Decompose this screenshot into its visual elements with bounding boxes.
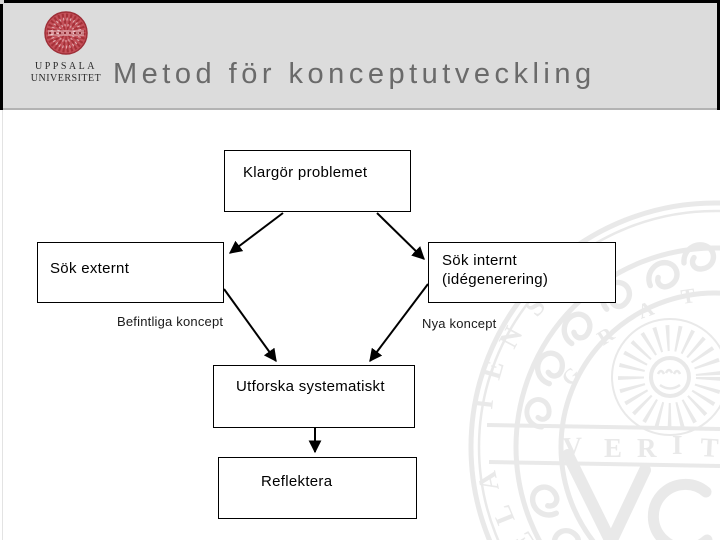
slide-frame-top-edge [0,0,720,3]
box-sok-internt: Sök internt (idégenerering) [428,242,616,303]
box-klargor-problemet: Klargör problemet [224,150,411,212]
box-reflektera-label: Reflektera [261,473,333,490]
box-sok-externt-label: Sök externt [50,260,130,277]
box-sok-internt-line1: Sök internt [442,252,518,269]
seal-inner-letter: A [635,296,658,324]
seal-band-letter: I [672,430,683,460]
slide-title: Metod för konceptutveckling [113,58,596,90]
box-sok-externt: Sök externt [37,242,224,303]
slide-frame-corner [0,0,4,4]
slide-left-hairline [2,110,3,540]
seal-band-letter: V [562,431,583,462]
seal-motto-band [486,423,720,468]
logo-text-universitet: UNIVERSITET [30,73,102,84]
box-utforska-label: Utforska systematiskt [236,378,385,395]
seal-inner-letter: T [679,283,696,309]
label-befintliga-koncept: Befintliga koncept [117,314,224,329]
seal-outer-letter: L [486,501,521,529]
seal-outer-letter: I [468,397,499,411]
seal-bottom-ornaments [562,449,713,540]
box-sok-internt-line2: (idégenerering) [442,271,549,288]
label-nya-koncept: Nya koncept [422,316,497,331]
box-reflektera: Reflektera [218,457,417,519]
seal-sun [611,318,720,436]
slide-frame-right-edge [717,0,720,110]
seal-rings [468,200,720,540]
seal-band-letter: R [637,433,657,463]
seal-outer-letter: N [493,321,529,353]
university-seal-icon [44,11,88,55]
slide-header [0,0,720,110]
seal-band-letter: E [604,433,622,463]
slide-frame-left-edge [0,0,3,110]
box-utforska-systematiskt: Utforska systematiskt [213,365,415,428]
logo-text-uppsala: UPPSALA [35,61,97,72]
uppsala-university-logo: UPPSALA UNIVERSITET [20,10,112,84]
seal-band-letter: T [700,432,720,463]
seal-outer-letter: A [471,468,505,494]
box-klargor-label: Klargör problemet [243,164,368,181]
